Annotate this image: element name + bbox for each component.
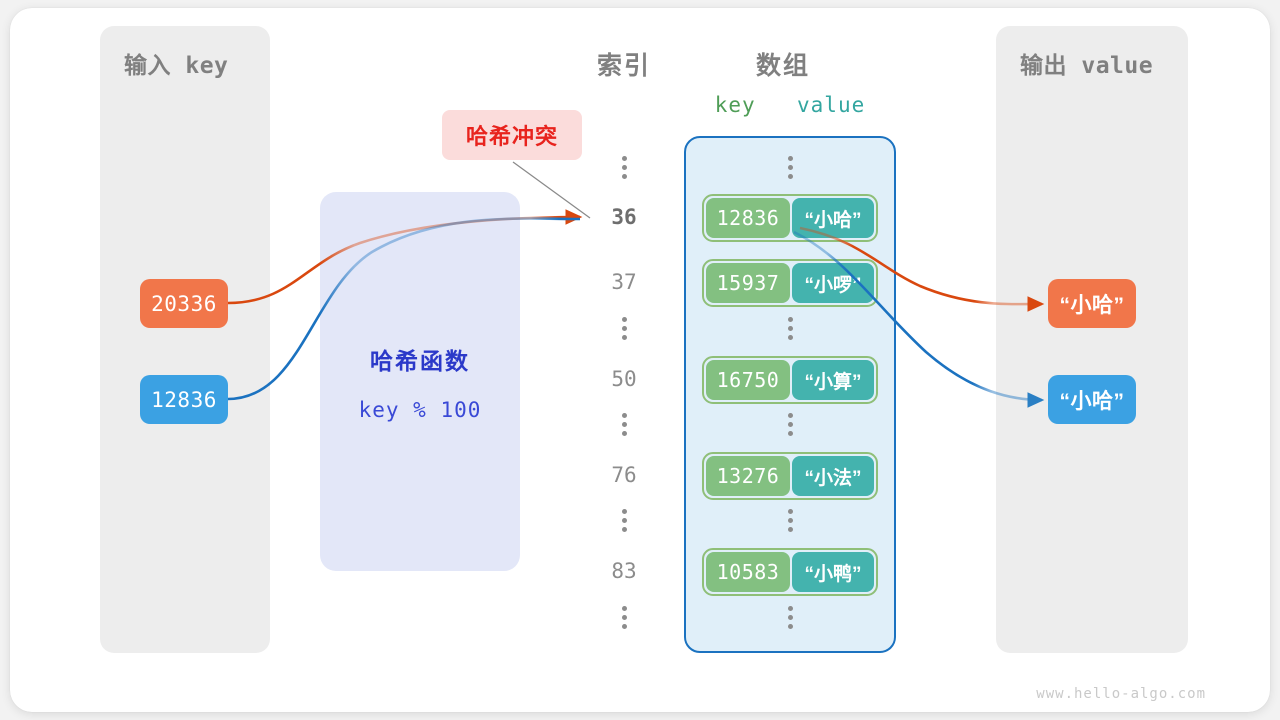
input-key-20336: 20336 [140,279,228,328]
output-value-blue-label: “小哈” [1059,389,1125,413]
array-entry-37-value: “小啰” [792,263,874,303]
array-entry-76: 13276 “小法” [702,452,878,500]
hash-function-formula: key % 100 [358,397,482,422]
array-entry-83-key: 10583 [706,552,790,592]
output-value-blue: “小哈” [1048,375,1136,424]
array-entry-36-value: “小哈” [792,198,874,238]
input-key-20336-label: 20336 [151,291,217,316]
input-key-12836: 12836 [140,375,228,424]
array-entry-83-value: “小鸭” [792,552,874,592]
input-key-12836-label: 12836 [151,387,217,412]
array-ellipsis-2 [780,413,800,436]
hash-collision-badge: 哈希冲突 [442,110,582,160]
key-value-header: key value [684,93,896,117]
value-header-label: value [797,93,866,117]
array-entry-50-value: “小算” [792,360,874,400]
array-entry-36-key: 12836 [706,198,790,238]
index-label-36: 36 [611,205,637,229]
output-panel-title: 输出 value [1020,53,1154,79]
watermark: www.hello-algo.com [1036,686,1206,702]
index-ellipsis-top [614,156,634,179]
hash-collision-label: 哈希冲突 [465,124,558,149]
array-ellipsis-bottom [780,606,800,629]
output-value-orange-label: “小哈” [1059,293,1125,317]
array-entry-83: 10583 “小鸭” [702,548,878,596]
index-ellipsis-3 [614,509,634,532]
index-label-76: 76 [611,463,637,487]
array-ellipsis-3 [780,509,800,532]
output-value-panel [996,26,1188,653]
index-ellipsis-2 [614,413,634,436]
array-entry-76-value: “小法” [792,456,874,496]
index-column-header: 索引 [597,52,652,80]
index-label-37: 37 [611,270,637,294]
index-ellipsis-bottom [614,606,634,629]
array-entry-50: 16750 “小算” [702,356,878,404]
input-key-panel [100,26,270,653]
index-label-83: 83 [611,559,637,583]
index-label-50: 50 [611,367,637,391]
array-ellipsis-top [780,156,800,179]
array-ellipsis-1 [780,317,800,340]
index-ellipsis-1 [614,317,634,340]
key-header-label: key [714,93,756,117]
array-entry-36: 12836 “小哈” [702,194,878,242]
output-value-orange: “小哈” [1048,279,1136,328]
hash-function-title: 哈希函数 [370,347,470,374]
hash-function-box: 哈希函数 key % 100 [320,192,520,571]
array-entry-50-key: 16750 [706,360,790,400]
array-entry-37-key: 15937 [706,263,790,303]
array-entry-37: 15937 “小啰” [702,259,878,307]
input-panel-title: 输入 key [124,53,229,79]
array-entry-76-key: 13276 [706,456,790,496]
array-column-header: 数组 [756,52,811,80]
